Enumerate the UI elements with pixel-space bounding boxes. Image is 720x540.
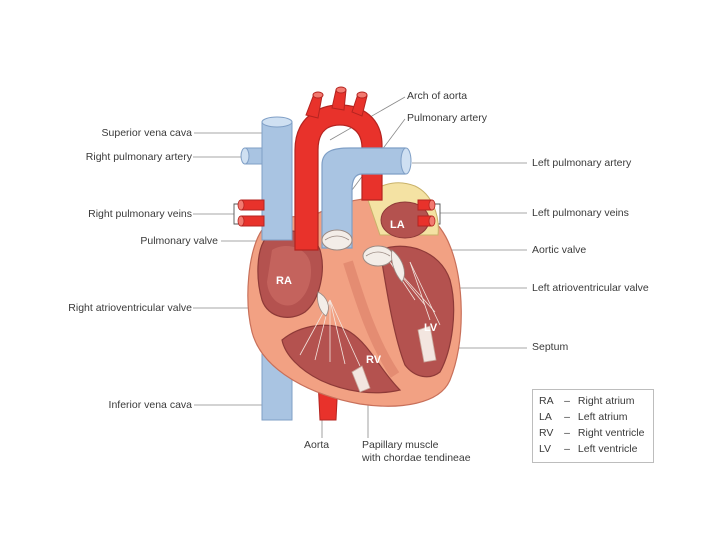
label-left-pulmonary-veins: Left pulmonary veins bbox=[532, 207, 629, 219]
legend-name: Right atrium bbox=[577, 395, 635, 407]
legend-name: Left ventricle bbox=[577, 443, 638, 455]
label-left-av-valve: Left atrioventricular valve bbox=[532, 282, 649, 294]
legend-row: LV– Left ventricle bbox=[539, 443, 637, 455]
superior-vena-cava-vessel bbox=[261, 121, 293, 241]
left-ventricle-chamber bbox=[379, 245, 455, 378]
septum-wall bbox=[343, 260, 400, 378]
legend-dash: – bbox=[564, 443, 570, 455]
right-av-valve-shape bbox=[317, 291, 329, 317]
left-pulmonary-veins-vessels bbox=[417, 199, 436, 227]
label-pulmonary-artery: Pulmonary artery bbox=[407, 112, 487, 124]
aortic-valve-shape bbox=[362, 245, 394, 267]
label-arch-of-aorta: Arch of aorta bbox=[407, 90, 468, 102]
label-left-pulmonary-artery: Left pulmonary artery bbox=[532, 157, 632, 169]
label-aortic-valve: Aortic valve bbox=[532, 244, 587, 256]
legend-abbr: RV bbox=[539, 427, 554, 439]
chamber-label-ra: RA bbox=[276, 275, 292, 287]
papillary-muscle bbox=[351, 365, 371, 393]
chamber-label-rv: RV bbox=[366, 354, 382, 366]
legend-name: Right ventricle bbox=[577, 427, 645, 439]
label-aorta: Aorta bbox=[304, 439, 330, 451]
chamber-label-lv: LV bbox=[424, 322, 438, 334]
legend-row: LA– Left atrium bbox=[539, 411, 628, 423]
legend-dash: – bbox=[564, 427, 570, 439]
legend-name: Left atrium bbox=[577, 411, 628, 423]
label-chordae-tendineae: with chordae tendineae bbox=[362, 452, 471, 464]
pulmonary-valve-shape bbox=[321, 229, 353, 251]
label-right-pulmonary-artery: Right pulmonary artery bbox=[85, 151, 192, 163]
left-av-valve-shape bbox=[391, 249, 405, 283]
label-inferior-vena-cava: Inferior vena cava bbox=[108, 399, 192, 411]
legend-abbr: LV bbox=[539, 443, 552, 455]
aortic-branches bbox=[305, 86, 368, 119]
chamber-label-la: LA bbox=[390, 219, 405, 231]
legend-abbr: LA bbox=[539, 411, 552, 423]
legend-row: RA– Right atrium bbox=[539, 395, 635, 407]
legend-abbr: RA bbox=[539, 395, 554, 407]
label-papillary-muscle: Papillary muscle bbox=[362, 439, 439, 451]
legend-dash: – bbox=[564, 411, 570, 423]
label-superior-vena-cava: Superior vena cava bbox=[101, 127, 192, 139]
label-right-av-valve: Right atrioventricular valve bbox=[68, 302, 192, 314]
label-septum: Septum bbox=[532, 341, 569, 353]
legend: RA– Right atrium LA– Left atrium RV– Rig… bbox=[532, 389, 654, 463]
right-pulmonary-veins-vessels bbox=[237, 199, 265, 227]
legend-row: RV– Right ventricle bbox=[539, 427, 644, 439]
legend-dash: – bbox=[564, 395, 570, 407]
label-right-pulmonary-veins: Right pulmonary veins bbox=[88, 208, 192, 220]
label-pulmonary-valve: Pulmonary valve bbox=[140, 235, 218, 247]
